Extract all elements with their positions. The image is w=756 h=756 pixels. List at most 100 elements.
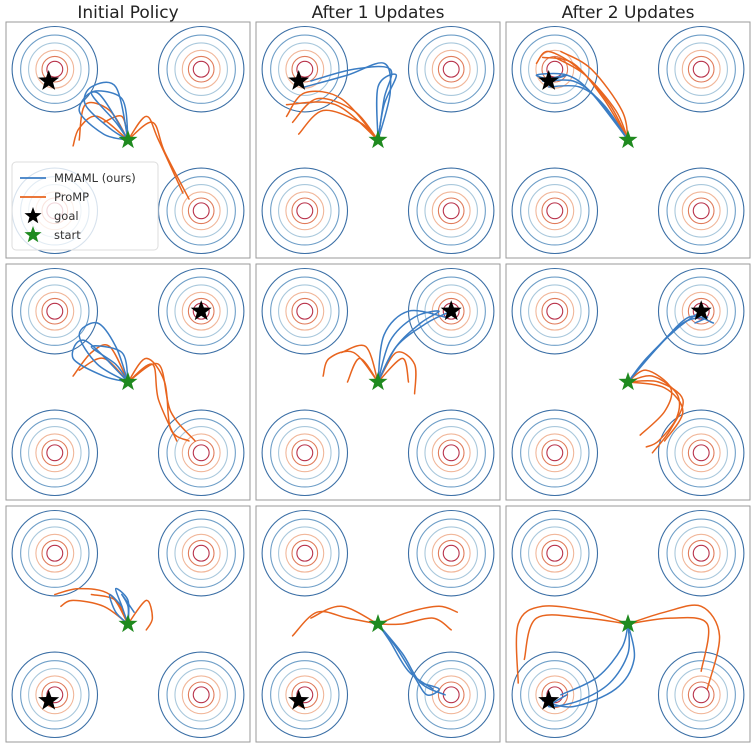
- promp-trajectory: [127, 121, 190, 200]
- contour-ring: [157, 267, 245, 355]
- contour-ring: [437, 439, 465, 467]
- contour-ring: [535, 191, 575, 231]
- contour-ring: [424, 668, 478, 722]
- contour-ring: [520, 660, 590, 730]
- contour-ring: [666, 276, 736, 346]
- start-star: [618, 130, 638, 149]
- contour-ring: [20, 418, 90, 488]
- contour-ring: [181, 49, 221, 89]
- contour-group: [261, 267, 349, 355]
- promp-trajectory: [515, 605, 629, 684]
- contour-ring: [285, 533, 325, 573]
- contour-ring: [416, 660, 486, 730]
- contour-ring: [681, 49, 721, 89]
- contour-ring: [192, 202, 210, 220]
- contour-ring: [657, 509, 745, 597]
- contour-ring: [270, 176, 340, 246]
- contour-ring: [424, 426, 478, 480]
- contour-ring: [666, 34, 736, 104]
- contour-ring: [511, 509, 599, 597]
- contour-ring: [11, 651, 99, 739]
- contour-ring: [541, 539, 569, 567]
- contour-ring: [157, 409, 245, 497]
- contour-ring: [541, 297, 569, 325]
- contour-ring: [666, 660, 736, 730]
- promp-trajectory: [127, 599, 154, 631]
- contour-ring: [528, 526, 582, 580]
- contour-ring: [431, 433, 471, 473]
- contour-ring: [28, 284, 82, 338]
- contour-ring: [270, 518, 340, 588]
- promp-trajectory: [541, 56, 629, 141]
- contour-group: [657, 167, 745, 255]
- contour-ring: [296, 202, 314, 220]
- start-star: [368, 130, 388, 149]
- contour-ring: [511, 167, 599, 255]
- column-title-2: After 1 Updates: [312, 3, 445, 23]
- contour-ring: [546, 302, 564, 320]
- contour-group: [511, 409, 599, 497]
- contour-ring: [291, 681, 319, 709]
- contour-ring: [174, 668, 228, 722]
- contour-ring: [424, 526, 478, 580]
- mmaml-trajectory: [535, 72, 629, 141]
- contour-group: [407, 167, 495, 255]
- contour-group: [261, 651, 349, 739]
- contour-ring: [187, 681, 215, 709]
- contour-ring: [285, 291, 325, 331]
- contour-group: [261, 167, 349, 255]
- contour-ring: [270, 418, 340, 488]
- contour-ring: [296, 544, 314, 562]
- contour-ring: [11, 267, 99, 355]
- contour-group: [511, 267, 599, 355]
- legend-label: MMAML (ours): [54, 171, 136, 185]
- contour-ring: [192, 544, 210, 562]
- contour-group: [407, 409, 495, 497]
- mmaml-trajectory: [90, 345, 129, 383]
- panel-r1-c2: [255, 21, 501, 259]
- contour-ring: [687, 55, 715, 83]
- goal-star: [690, 300, 712, 321]
- contour-ring: [270, 276, 340, 346]
- contour-ring: [437, 55, 465, 83]
- contour-ring: [674, 284, 728, 338]
- contour-ring: [296, 60, 314, 78]
- contour-ring: [20, 518, 90, 588]
- contour-ring: [291, 197, 319, 225]
- contour-group: [11, 409, 99, 497]
- contour-ring: [35, 533, 75, 573]
- contour-ring: [278, 668, 332, 722]
- contour-ring: [278, 184, 332, 238]
- promp-trajectory: [627, 375, 681, 448]
- promp-trajectory: [523, 614, 629, 661]
- contour-ring: [41, 439, 69, 467]
- contour-ring: [407, 409, 495, 497]
- contour-ring: [291, 297, 319, 325]
- contour-group: [407, 25, 495, 113]
- contour-ring: [41, 297, 69, 325]
- contour-group: [657, 409, 745, 497]
- legend-label: goal: [54, 209, 79, 223]
- contour-ring: [285, 433, 325, 473]
- contour-ring: [535, 533, 575, 573]
- contour-ring: [442, 544, 460, 562]
- contour-ring: [416, 518, 486, 588]
- contour-group: [261, 509, 349, 597]
- contour-ring: [291, 55, 319, 83]
- promp-trajectory: [127, 363, 178, 442]
- contour-ring: [674, 184, 728, 238]
- goal-star: [538, 70, 560, 90]
- contour-ring: [674, 42, 728, 96]
- contour-ring: [687, 539, 715, 567]
- contour-ring: [692, 544, 710, 562]
- contour-group: [11, 651, 99, 739]
- contour-ring: [35, 291, 75, 331]
- contour-ring: [687, 681, 715, 709]
- panel-r3-c1: [5, 505, 251, 743]
- promp-trajectory: [310, 605, 379, 625]
- contour-ring: [407, 25, 495, 113]
- contour-ring: [187, 297, 215, 325]
- contour-ring: [174, 526, 228, 580]
